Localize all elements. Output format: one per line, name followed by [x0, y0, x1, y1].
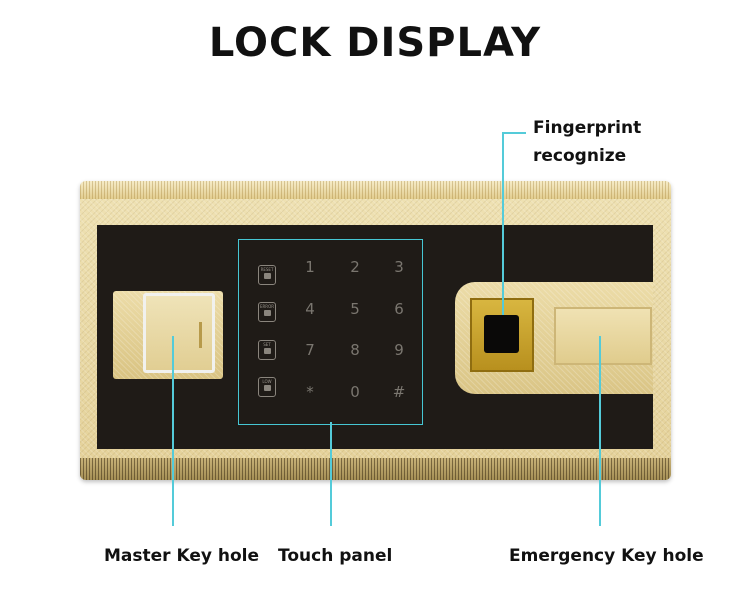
- set-key-label: SET: [263, 342, 271, 347]
- key-7[interactable]: 7: [305, 341, 315, 359]
- key-4[interactable]: 4: [305, 300, 315, 318]
- key-hash[interactable]: #: [392, 383, 406, 401]
- set-key[interactable]: SET: [258, 340, 276, 360]
- fingerprint-leader: [502, 132, 504, 315]
- keyhole-slit: [199, 322, 202, 348]
- master-key-hole[interactable]: [143, 293, 215, 373]
- master-key-leader-tick: [172, 516, 174, 526]
- touch-panel-leader: [330, 422, 332, 526]
- master-key-leader: [172, 336, 174, 526]
- low-key[interactable]: LOW: [258, 377, 276, 397]
- panel-bottom-trim: [80, 458, 671, 480]
- touch-panel-label: Touch panel: [278, 546, 393, 566]
- key-5[interactable]: 5: [350, 300, 360, 318]
- panel-top-trim: [80, 181, 671, 199]
- emergency-key-label: Emergency Key hole: [509, 546, 704, 566]
- emergency-key-leader: [599, 336, 601, 526]
- error-key[interactable]: ERROR: [258, 302, 276, 322]
- fingerprint-label-line1: Fingerprint: [533, 118, 642, 138]
- emergency-key-leader-tick: [599, 516, 601, 526]
- key-0[interactable]: 0: [350, 383, 360, 401]
- fingerprint-leader-arm: [502, 132, 526, 134]
- key-star[interactable]: *: [306, 383, 314, 401]
- key-8[interactable]: 8: [350, 341, 360, 359]
- unlock-icon: [263, 273, 271, 279]
- error-key-label: ERROR: [259, 304, 274, 309]
- low-key-label: LOW: [262, 379, 272, 384]
- fingerprint-label: Fingerprint recognize: [533, 114, 653, 170]
- gear-icon: [263, 348, 271, 354]
- page-title: LOCK DISPLAY: [208, 20, 542, 66]
- lock-icon: [263, 310, 271, 316]
- key-6[interactable]: 6: [394, 300, 404, 318]
- key-3[interactable]: 3: [394, 258, 404, 276]
- fingerprint-sensor[interactable]: [484, 315, 519, 353]
- key-1[interactable]: 1: [305, 258, 315, 276]
- reset-key-label: RESET: [260, 267, 274, 272]
- fingerprint-label-line2: recognize: [533, 146, 627, 166]
- battery-icon: [263, 385, 271, 391]
- emergency-key-hole[interactable]: [554, 307, 652, 365]
- key-9[interactable]: 9: [394, 341, 404, 359]
- key-2[interactable]: 2: [350, 258, 360, 276]
- touch-panel-leader-tick: [330, 516, 332, 526]
- master-key-label: Master Key hole: [104, 546, 260, 566]
- reset-key[interactable]: RESET: [258, 265, 276, 285]
